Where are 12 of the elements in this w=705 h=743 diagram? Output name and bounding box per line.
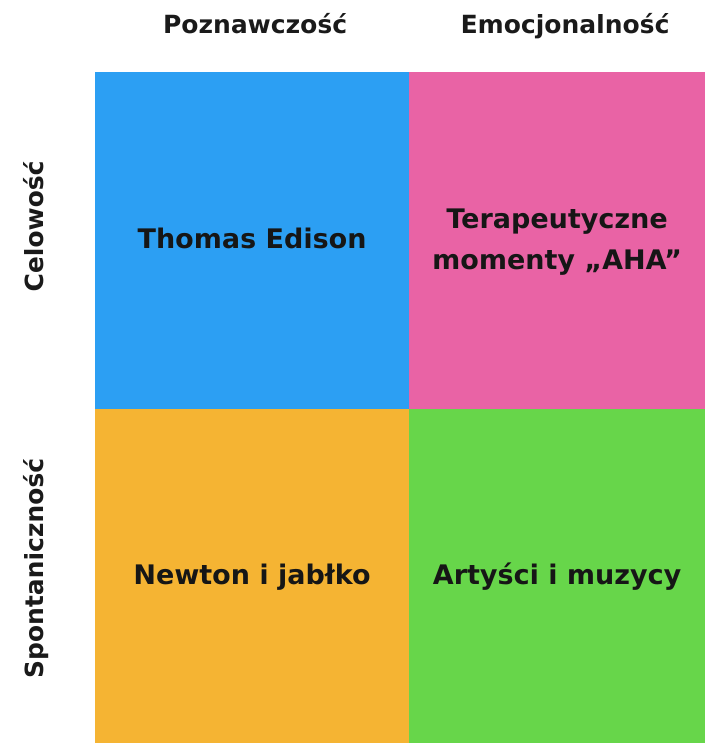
- quadrant-box: [95, 72, 409, 409]
- quadrant-label: Artyści i muzycy: [432, 558, 682, 593]
- column-heading: Emocjonalność: [460, 10, 670, 39]
- quadrant-box: [409, 409, 705, 743]
- column-heading: Poznawczość: [162, 10, 348, 39]
- quadrant-label: Newton i jabłko: [133, 558, 371, 593]
- quadrant-label: Thomas Edison: [138, 223, 366, 258]
- row-heading: Celowość: [20, 160, 49, 292]
- quadrant-box: [95, 409, 409, 743]
- quadrant-box: [409, 72, 705, 409]
- row-heading: Spontaniczność: [20, 458, 49, 678]
- quadrant-label: Terapeutyczne momenty „AHA”: [431, 203, 683, 278]
